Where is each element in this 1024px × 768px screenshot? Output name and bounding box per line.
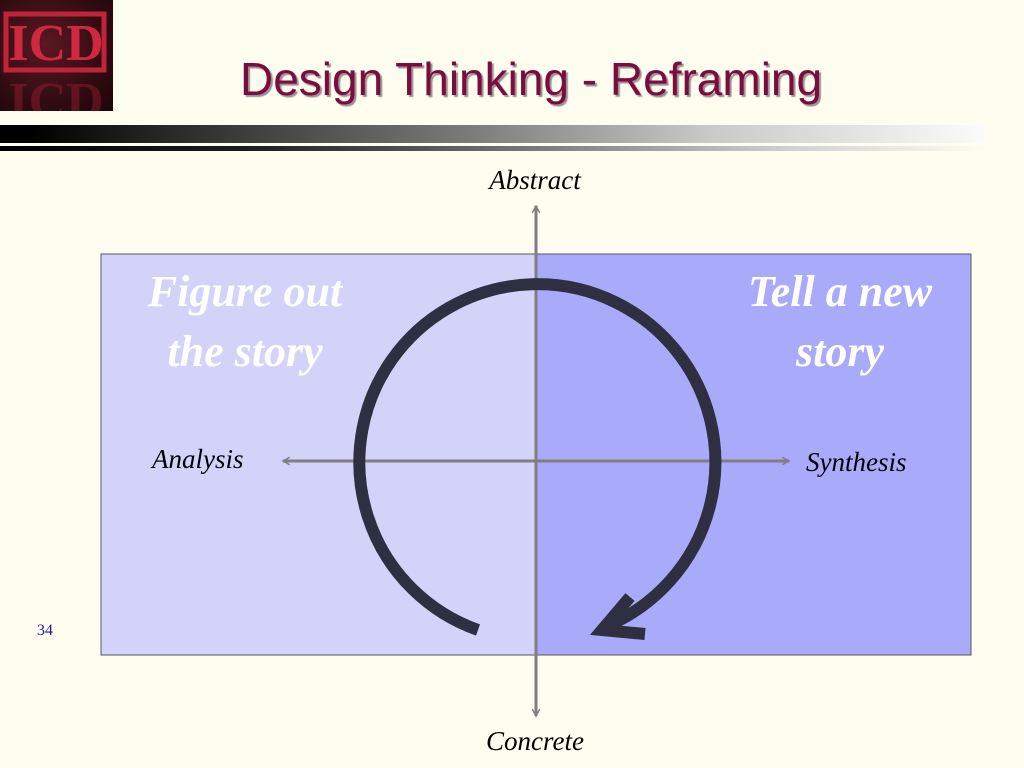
quadrant-label-figure-out-line2: the story [167, 327, 323, 376]
quadrant-label-figure-out-line1: Figure out [147, 267, 343, 316]
quadrant-label-tell-new-line1: Tell a new [747, 267, 933, 316]
quadrant-label-tell-new-line2: story [796, 327, 884, 376]
axis-label-synthesis: Synthesis [806, 447, 907, 477]
cycle-arrow-head [589, 593, 646, 640]
quadrant-label-figure-out: Figure out the story [110, 262, 380, 382]
axis-label-concrete: Concrete [486, 726, 584, 756]
header-divider-thin [0, 146, 985, 151]
left-quadrant-panel [101, 254, 536, 655]
header-divider-thick [0, 125, 985, 143]
right-quadrant-panel [536, 254, 971, 655]
cycle-arrow-path [353, 278, 722, 636]
slide-title: Design Thinking - Reframing [240, 53, 823, 105]
slide-number: 34 [37, 622, 53, 639]
axis-label-abstract: Abstract [489, 165, 581, 195]
quadrant-label-tell-new: Tell a new story [720, 262, 960, 382]
logo-text: ICD [8, 15, 103, 72]
axis-label-analysis: Analysis [152, 444, 244, 474]
